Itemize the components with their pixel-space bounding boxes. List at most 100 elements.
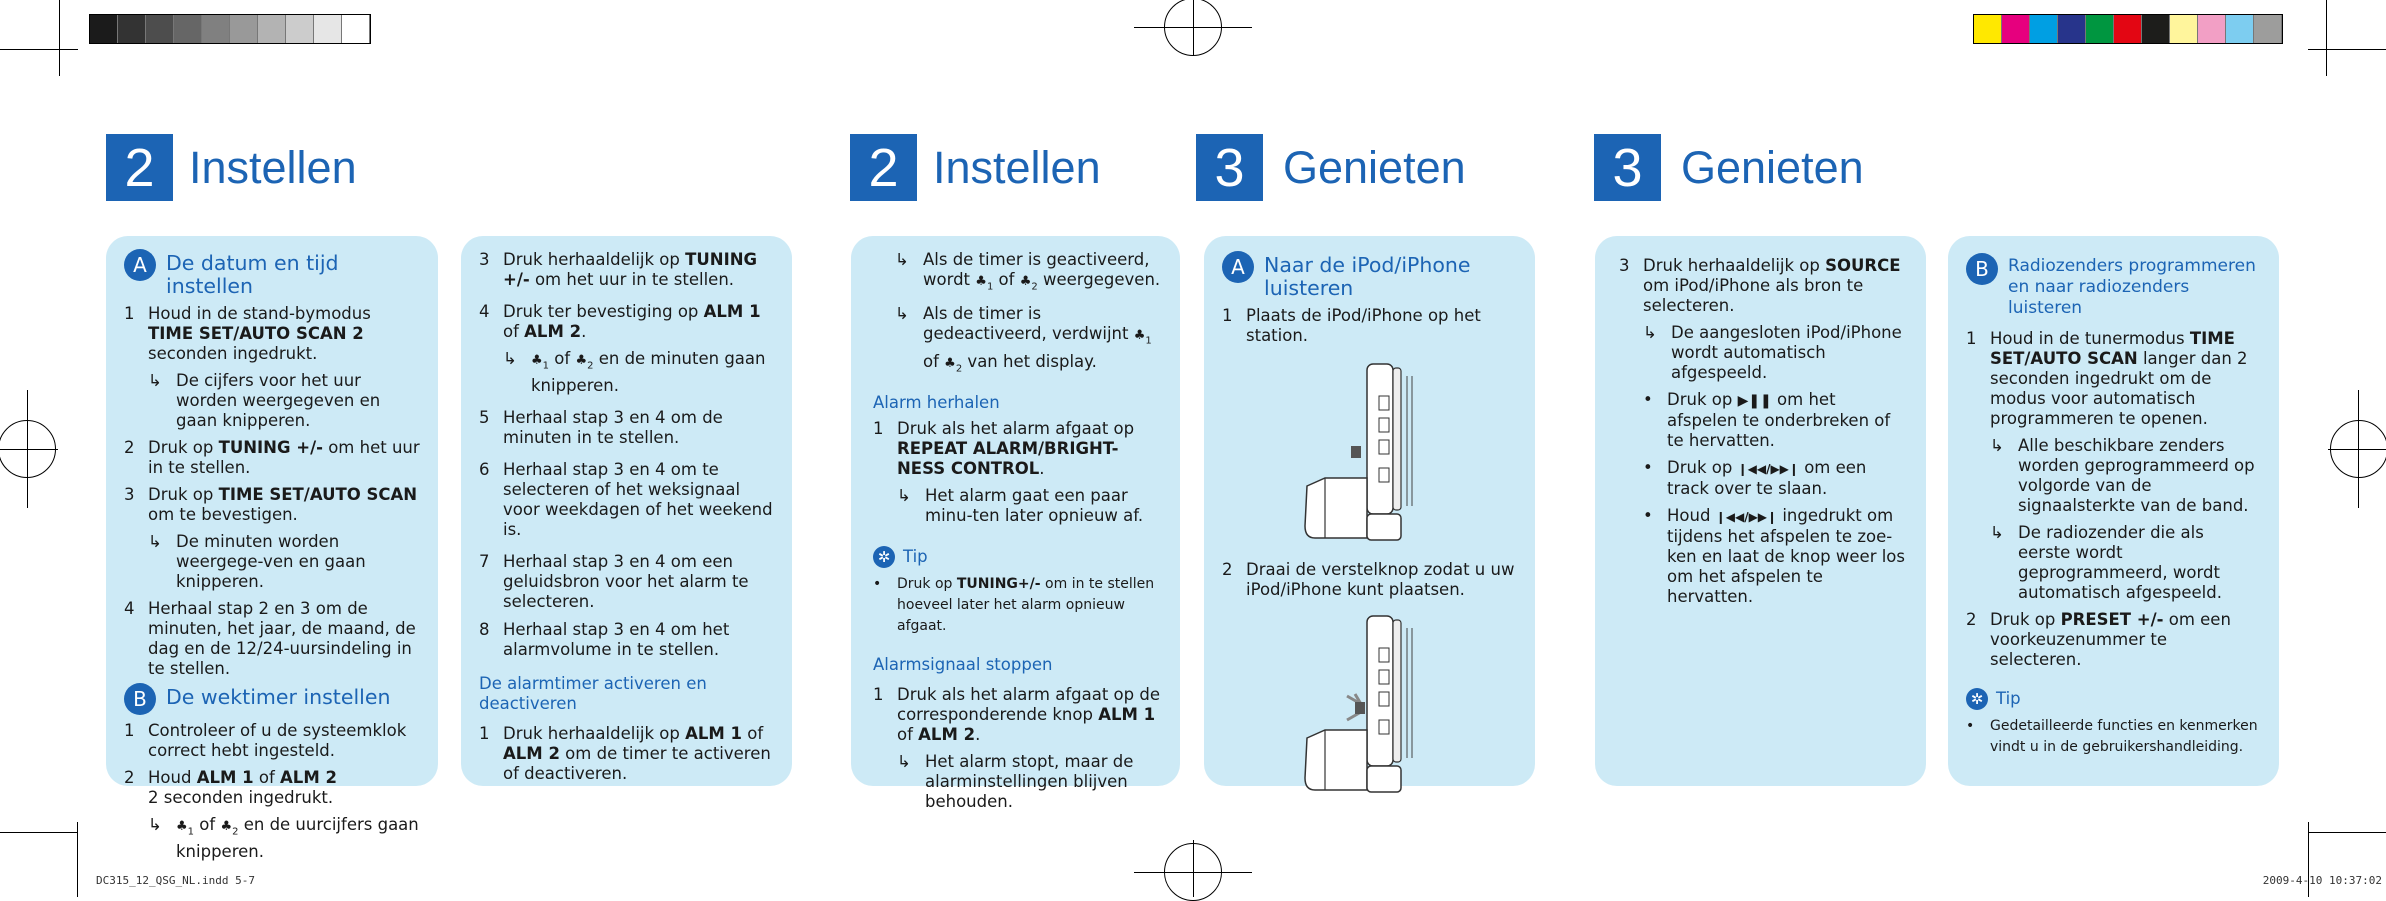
color-swatch [2002, 15, 2030, 43]
chapter-number: 2 [106, 134, 173, 201]
color-swatch [342, 15, 370, 43]
arrow-icon: ↳ [895, 304, 909, 324]
chapter-title: Instellen [189, 141, 357, 193]
bullet-icon: • [1643, 458, 1653, 477]
bullet-icon: • [1643, 506, 1653, 525]
color-swatch [2058, 15, 2086, 43]
alarm-bell-icon: ♣ [1133, 328, 1146, 344]
result: ↳Het alarm gaat een paar minu-ten later … [897, 485, 1144, 525]
arrow-icon: ↳ [503, 349, 517, 368]
color-swatch [2030, 15, 2058, 43]
arrow-icon: ↳ [1990, 523, 2004, 542]
crop-mark [2326, 0, 2327, 76]
color-swatch [2254, 15, 2282, 43]
color-swatch [90, 15, 118, 43]
arrow-icon: ↳ [148, 532, 162, 551]
arrow-icon: ↳ [897, 485, 911, 505]
tip-heading: ✲Tip [1966, 688, 2261, 710]
chapter-number: 3 [1594, 134, 1661, 201]
result: ↳De aangesloten iPod/iPhone wordt automa… [1643, 323, 1902, 382]
color-swatch [146, 15, 174, 43]
bullet-icon: • [1966, 718, 1975, 734]
skip-icon: ❙◀◀/▶▶❙ [1737, 462, 1799, 476]
bullet-item: •Druk op ▶❚❚ om het afspelen te onderbre… [1643, 390, 1891, 450]
chapter-number: 2 [850, 134, 917, 201]
registration-mark-left [0, 390, 58, 508]
arrow-icon: ↳ [897, 751, 911, 771]
color-swatch [230, 15, 258, 43]
section-badge: A [1222, 251, 1254, 283]
tip-heading: ✲Tip [873, 545, 1162, 568]
result: ↳♣1 of ♣2 en de minuten gaan knipperen. [503, 349, 766, 396]
tip-icon: ✲ [1966, 688, 1988, 710]
color-swatch [1974, 15, 2002, 43]
file-slug: DC315_12_QSG_NL.indd 5-7 [96, 874, 255, 887]
arrow-icon: ↳ [1990, 436, 2004, 455]
section-header-instellen-2: 2 Instellen [850, 134, 1101, 201]
registration-mark-top [1134, 0, 1252, 56]
section-badge: A [124, 249, 156, 281]
section-heading-a: A Naar de iPod/iPhone luisteren [1222, 251, 1517, 300]
registration-mark-right [2328, 390, 2386, 508]
section-heading-b: B De wektimer instellen [124, 683, 420, 715]
panel-alarm: ↳Als de timer is geactiveerd, wordt ♣1 o… [851, 236, 1180, 811]
crop-mark [2308, 822, 2309, 897]
registration-mark-bottom [1134, 840, 1252, 901]
alarm-bell-icon: ♣ [176, 819, 188, 834]
crop-mark [77, 822, 78, 897]
color-swatch [118, 15, 146, 43]
color-swatch [2142, 15, 2170, 43]
color-swatch [258, 15, 286, 43]
crop-mark [2308, 49, 2386, 50]
panel-radio: B Radiozenders programmeren en naar radi… [1948, 236, 2279, 786]
alarm-bell-icon: ♣ [944, 355, 956, 371]
chapter-title: Genieten [1681, 141, 1864, 193]
alarm-bell-icon: ♣ [575, 353, 588, 368]
crop-mark [0, 832, 78, 833]
color-swatch [2170, 15, 2198, 43]
section-header-instellen-1: 2 Instellen [106, 134, 357, 201]
result: ↳De minuten worden weergege-ven en gaan … [148, 532, 366, 591]
skip-icon: ❙◀◀/▶▶❙ [1715, 510, 1778, 524]
arrow-icon: ↳ [148, 815, 162, 834]
section-header-genieten-1: 3 Genieten [1196, 134, 1466, 201]
section-badge: B [124, 683, 156, 715]
color-swatch [2198, 15, 2226, 43]
result: ↳Als de timer is gedeactiveerd, verdwijn… [895, 304, 1162, 379]
grayscale-color-bar [89, 14, 371, 44]
bullet-item: •Druk op ❙◀◀/▶▶❙ om een track over te sl… [1643, 458, 1867, 498]
subheading: Alarm herhalen [873, 392, 1000, 412]
alarm-bell-icon: ♣ [1019, 274, 1032, 289]
date-slug: 2009-4-10 10:37:02 [2262, 874, 2382, 887]
result: ↳Alle beschikbare zenders worden geprogr… [1990, 436, 2255, 515]
arrow-icon: ↳ [1643, 323, 1657, 342]
arrow-icon: ↳ [895, 250, 909, 269]
alarm-bell-icon: ♣ [220, 819, 233, 834]
dock-illustration [1303, 363, 1412, 541]
color-swatch [2086, 15, 2114, 43]
color-swatch [202, 15, 230, 43]
section-badge: B [1966, 253, 1998, 285]
dock-adjust-illustration [1303, 615, 1412, 793]
subheading: Alarmsignaal stoppen [873, 654, 1053, 674]
subheading: De alarmtimer activeren en deactiveren [479, 674, 707, 714]
result: ↳Het alarm stopt, maar de alarminstellin… [897, 751, 1134, 811]
crop-mark [59, 0, 60, 76]
